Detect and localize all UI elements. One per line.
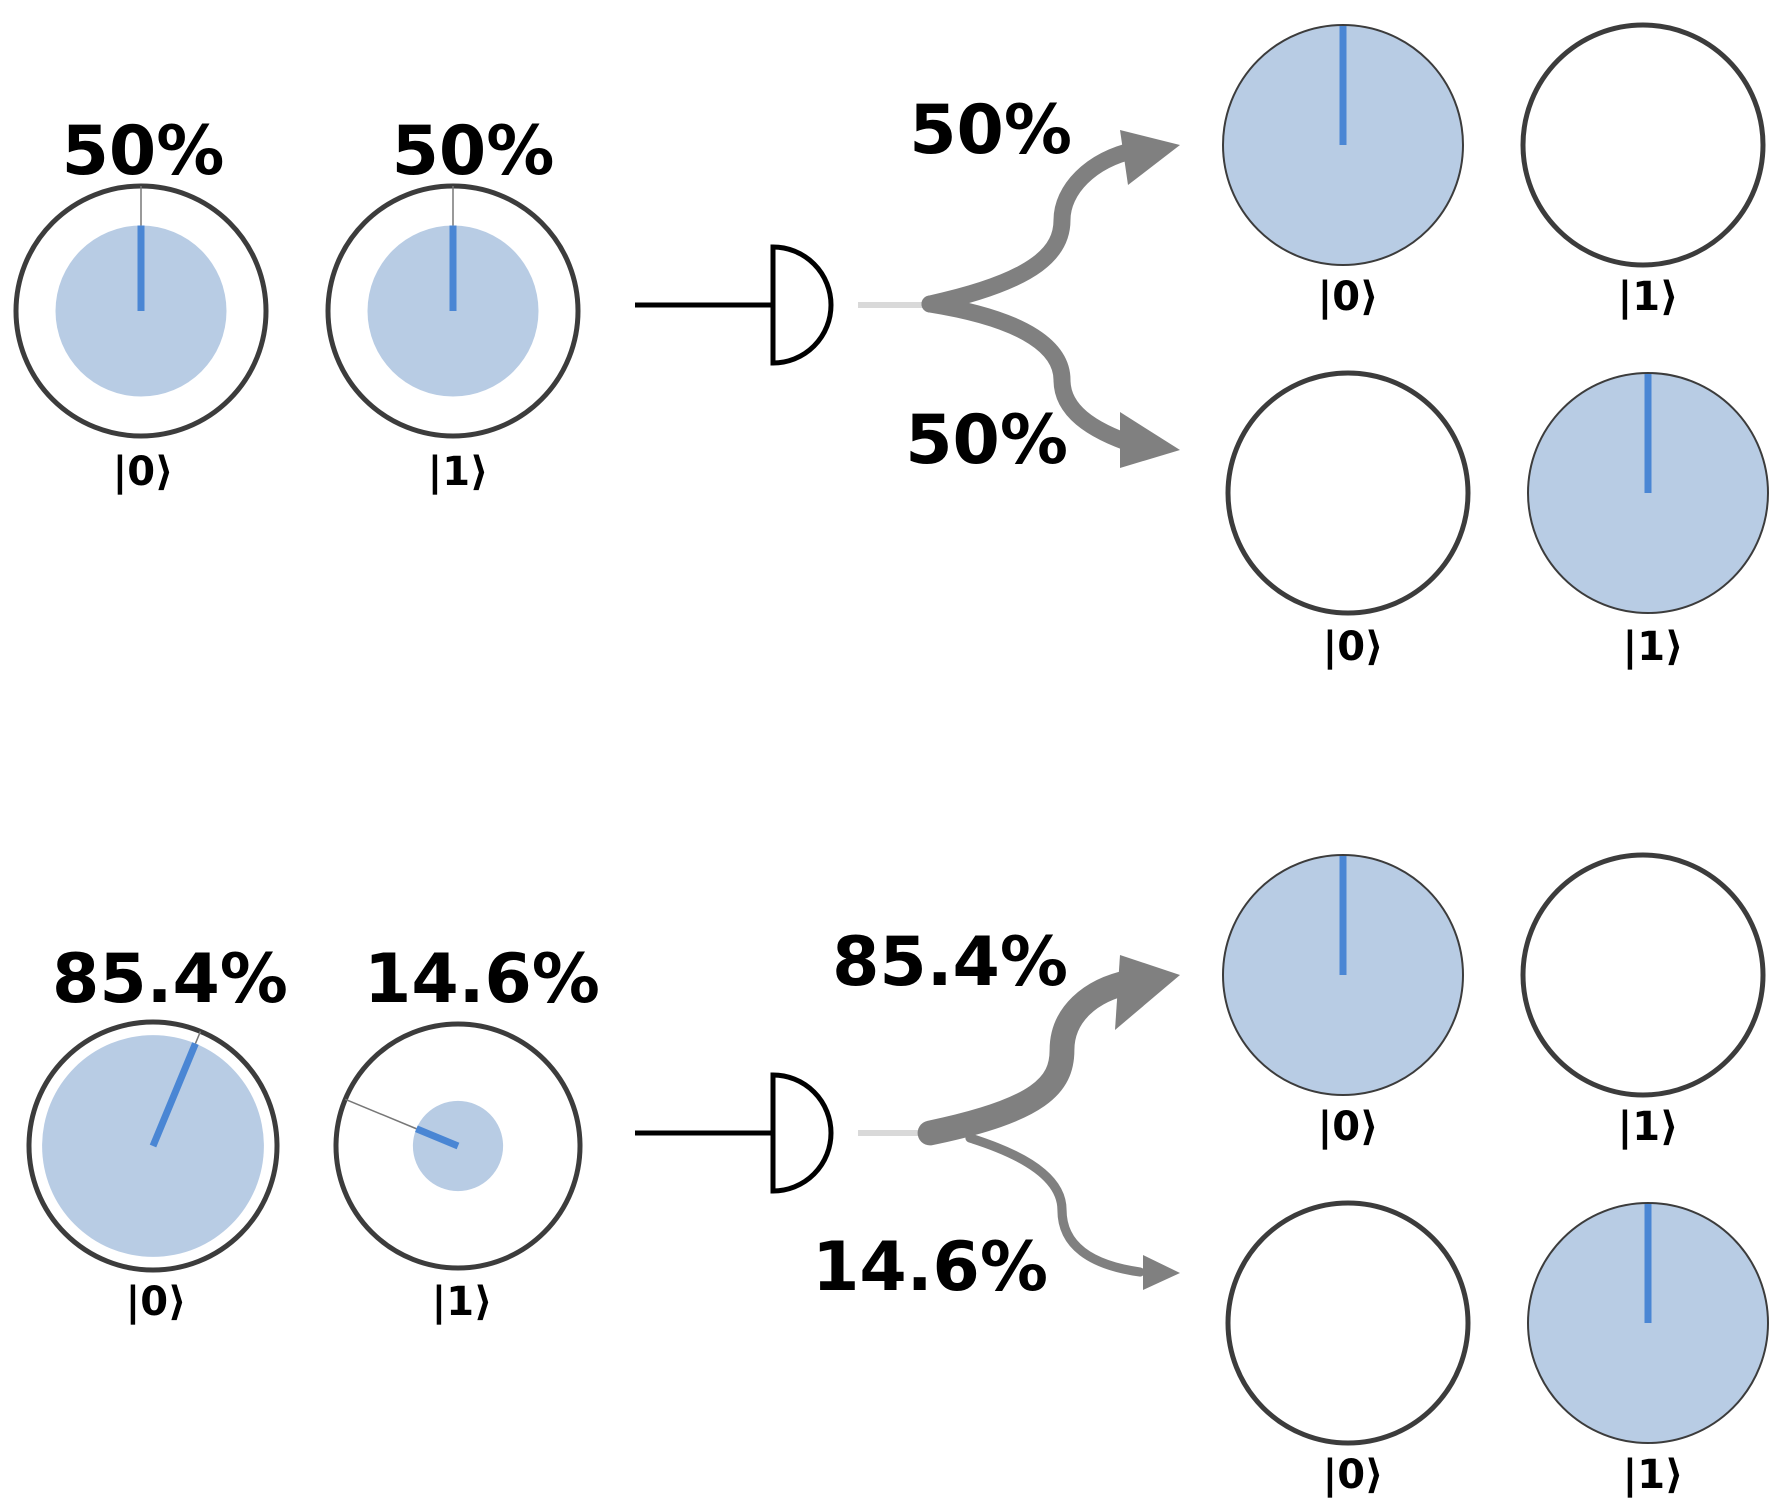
ket-label: |1⟩ xyxy=(432,1279,493,1326)
branch-probability-bottom: 50% xyxy=(905,401,1068,480)
phase-guide-line xyxy=(194,1031,202,1044)
outcome-top-row-1: |0⟩ |1⟩ xyxy=(1222,22,1766,321)
branch-probability-bottom: 14.6% xyxy=(812,1228,1048,1307)
phase-line xyxy=(149,1042,199,1148)
input-qubit-1-row-1: 50% |1⟩ xyxy=(325,112,581,496)
input-probability-label: 85.4% xyxy=(52,940,288,1019)
ket-label: |1⟩ xyxy=(1623,1452,1684,1499)
input-probability-label: 50% xyxy=(392,112,555,191)
outcome-bottom-row-1: |0⟩ |1⟩ xyxy=(1225,370,1769,671)
input-probability-label: 14.6% xyxy=(364,940,600,1019)
input-qubit-0-row-1: 50% |0⟩ xyxy=(13,112,269,496)
ket-label: |0⟩ xyxy=(1323,624,1384,671)
outcome-circle-0 xyxy=(1225,370,1471,616)
branch-probability-top: 85.4% xyxy=(832,923,1068,1002)
ket-label: |0⟩ xyxy=(1323,1452,1384,1499)
branch-arrow-top-row-2 xyxy=(917,955,1180,1146)
row-1: 50% |0⟩ 50% |1⟩ 50% 50% xyxy=(13,22,1769,671)
outcome-top-row-2: |0⟩ |1⟩ xyxy=(1222,852,1766,1151)
branch-arrow-bottom-row-2 xyxy=(965,1133,1180,1290)
outcome-circle-1 xyxy=(1520,852,1766,1098)
measurement-meter-icon xyxy=(770,244,834,366)
branch-arrow-top-row-1 xyxy=(921,130,1180,313)
input-probability-label: 50% xyxy=(62,112,225,191)
row-2: 85.4% |0⟩ 14.6% |1⟩ 85.4% 14.6% | xyxy=(26,852,1769,1499)
phase-line xyxy=(415,1125,460,1150)
ket-label: |0⟩ xyxy=(1318,274,1379,321)
outcome-bottom-row-2: |0⟩ |1⟩ xyxy=(1225,1200,1769,1499)
input-qubit-0-row-2: 85.4% |0⟩ xyxy=(26,940,288,1326)
branch-arrow-bottom-row-1 xyxy=(921,295,1180,468)
ket-label: |1⟩ xyxy=(1618,274,1679,321)
ket-label: |1⟩ xyxy=(428,449,489,496)
outcome-circle-0 xyxy=(1225,1200,1471,1446)
branch-probability-top: 50% xyxy=(909,91,1072,170)
ket-label: |0⟩ xyxy=(113,449,174,496)
outcome-circle-1 xyxy=(1520,22,1766,268)
phase-guide-line xyxy=(344,1098,417,1130)
ket-label: |1⟩ xyxy=(1618,1104,1679,1151)
measurement-meter-icon xyxy=(770,1072,834,1194)
ket-label: |0⟩ xyxy=(1318,1104,1379,1151)
ket-label: |1⟩ xyxy=(1623,624,1684,671)
ket-label: |0⟩ xyxy=(126,1279,187,1326)
input-qubit-1-row-2: 14.6% |1⟩ xyxy=(333,940,600,1326)
